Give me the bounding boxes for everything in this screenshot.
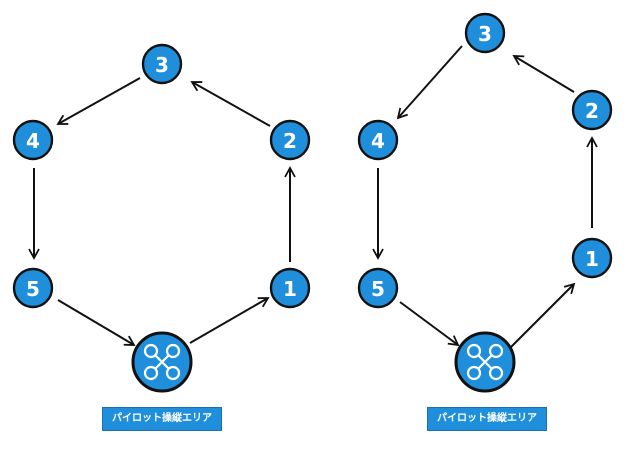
right-diagram: 1 2 3 4 5 — [357, 12, 613, 393]
node-4-label: 4 — [26, 129, 40, 153]
drone-icon — [131, 331, 193, 393]
drone-icon — [454, 331, 516, 393]
node-3: 3 — [464, 12, 506, 54]
node-3-label: 3 — [155, 53, 169, 77]
node-5: 5 — [12, 267, 54, 309]
node-2: 2 — [269, 119, 311, 161]
node-1: 1 — [269, 267, 311, 309]
arrow-5-to-drone — [399, 301, 460, 347]
node-4: 4 — [12, 119, 54, 161]
node-5: 5 — [357, 267, 399, 309]
node-4-label: 4 — [371, 129, 385, 153]
arrow-2-to-3 — [512, 55, 575, 93]
node-3-label: 3 — [478, 22, 492, 46]
arrow-2-to-3 — [190, 81, 271, 127]
node-3: 3 — [141, 43, 183, 85]
right-edges — [372, 45, 598, 349]
node-2-label: 2 — [283, 129, 297, 153]
left-diagram: 1 2 3 4 5 — [12, 43, 311, 393]
node-4: 4 — [357, 119, 399, 161]
left-edges — [28, 77, 296, 346]
node-2: 2 — [571, 89, 613, 131]
arrow-3-to-4 — [56, 77, 141, 125]
arrow-drone-to-1 — [509, 282, 576, 349]
node-5-label: 5 — [26, 277, 40, 301]
node-5-label: 5 — [371, 277, 385, 301]
arrow-5-to-drone — [57, 299, 136, 346]
pilot-area-label-left: パイロット操縦エリア — [102, 407, 222, 431]
node-1-label: 1 — [283, 277, 297, 301]
node-1: 1 — [571, 237, 613, 279]
node-2-label: 2 — [585, 99, 599, 123]
node-1-label: 1 — [585, 247, 599, 271]
arrow-3-to-4 — [396, 45, 463, 120]
arrow-drone-to-1 — [189, 297, 270, 344]
pilot-area-label-right: パイロット操縦エリア — [427, 407, 547, 431]
